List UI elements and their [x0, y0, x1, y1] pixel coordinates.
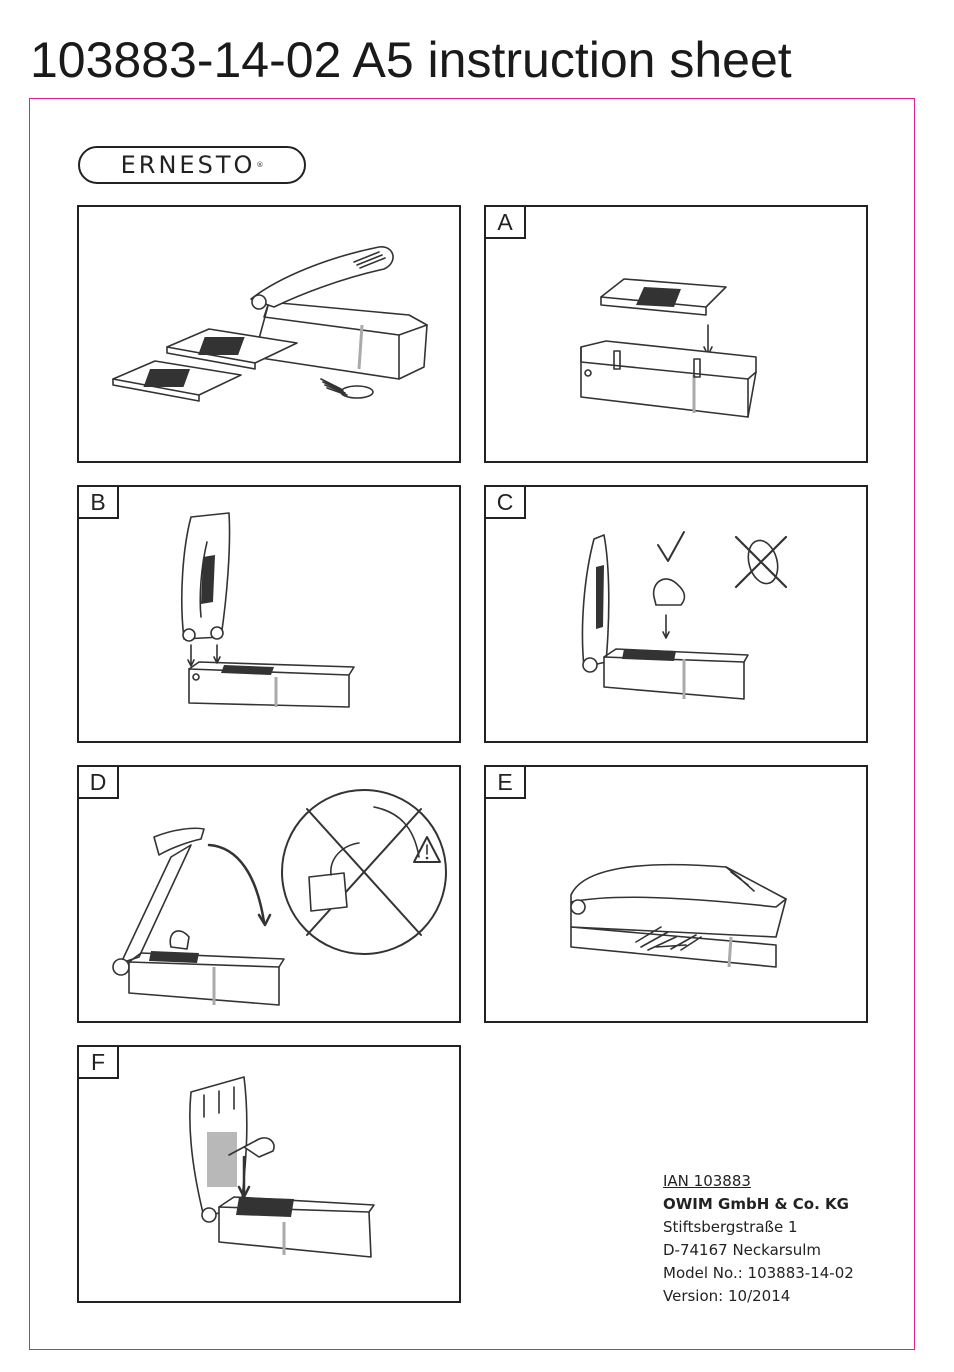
step-b-panel: B [77, 485, 461, 743]
street-address: Stiftsbergstraße 1 [663, 1218, 798, 1236]
company-name: OWIM GmbH & Co. KG [663, 1195, 849, 1213]
step-b-illustration [181, 512, 355, 708]
city-address: D-74167 Neckarsulm [663, 1241, 822, 1259]
model-number: Model No.: 103883-14-02 [663, 1264, 854, 1282]
check-icon [657, 531, 685, 562]
panel-label: B [77, 485, 119, 519]
registered-mark: ® [256, 161, 264, 169]
step-c-panel: C [484, 485, 868, 743]
version-info: Version: 10/2014 [663, 1287, 791, 1305]
overview-panel [77, 205, 461, 463]
step-e-panel: E [484, 765, 868, 1023]
panel-label: C [484, 485, 526, 519]
product-overview-illustration [112, 246, 428, 402]
brand-logo: ERNESTO® [78, 146, 306, 184]
step-a-illustration [580, 278, 757, 418]
step-a-panel: A [484, 205, 868, 463]
step-d-panel: D [77, 765, 461, 1023]
page-frame [29, 98, 915, 1350]
ian-number: IAN 103883 [663, 1172, 751, 1190]
panel-label: F [77, 1045, 119, 1079]
step-c-illustration [581, 531, 788, 700]
brand-logo-text: ERNESTO [120, 151, 256, 179]
manufacturer-info: IAN 103883 OWIM GmbH & Co. KG Stiftsberg… [663, 1170, 854, 1308]
document-title: 103883-14-02 A5 instruction sheet [30, 32, 792, 88]
step-e-illustration [570, 863, 787, 968]
step-f-illustration [189, 1076, 375, 1258]
warning-icon [413, 836, 441, 863]
panel-label: A [484, 205, 526, 239]
panel-label: E [484, 765, 526, 799]
step-d-illustration [112, 789, 447, 1006]
panel-label: D [77, 765, 119, 799]
rotate-arrow-icon [207, 843, 266, 924]
step-f-panel: F [77, 1045, 461, 1303]
cross-icon [734, 535, 788, 589]
